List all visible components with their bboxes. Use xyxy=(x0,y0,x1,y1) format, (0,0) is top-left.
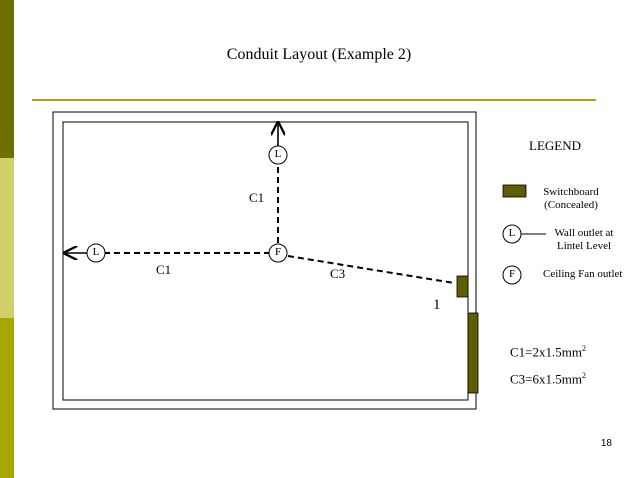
left-outlet-letter: L xyxy=(92,246,100,258)
wall-outlet-top-symbol xyxy=(268,145,288,165)
legend-c3-spec: C3=6x1.5mm2 xyxy=(510,371,586,387)
page-number: 18 xyxy=(600,438,612,449)
switchboard-small xyxy=(456,275,469,298)
legend-fan-letter: F xyxy=(508,268,516,280)
conduit-c3-run xyxy=(287,255,455,284)
legend-fan-label: Ceiling Fan outlet xyxy=(543,268,623,280)
legend-switchboard-line1: Switchboard xyxy=(543,186,599,198)
sidebar-band-light xyxy=(0,158,14,318)
legend-wall-outlet-letter: L xyxy=(508,227,516,239)
legend-wall-outlet-line2: Lintel Level xyxy=(556,240,612,252)
legend-switchboard-swatch xyxy=(502,184,527,198)
ceiling-fan-symbol xyxy=(268,243,288,263)
fan-letter: F xyxy=(274,246,282,258)
legend-c1-spec-text: C1=2x1.5mm xyxy=(510,344,582,360)
conduit-c3-label: C3 xyxy=(330,266,346,281)
switchboard-number: 1 xyxy=(433,297,441,313)
legend-c1-spec: C1=2x1.5mm2 xyxy=(510,344,586,360)
wall-outlet-left-symbol xyxy=(86,243,106,263)
legend-switchboard-line2: (Concealed) xyxy=(544,199,598,211)
room-inner-wall xyxy=(62,121,469,401)
sidebar-band-dark xyxy=(0,0,14,158)
switchboard-tall xyxy=(467,312,479,394)
top-outlet-letter: L xyxy=(274,148,282,160)
legend-c3-spec-superscript: 2 xyxy=(581,371,586,380)
legend-wall-outlet-line1: Wall outlet at xyxy=(554,227,614,239)
legend-heading: LEGEND xyxy=(529,138,581,153)
conduit-c1-horizontal-label: C1 xyxy=(156,262,172,277)
legend-fan-symbol xyxy=(502,265,522,285)
conduit-c1-vertical-label: C1 xyxy=(249,190,265,205)
slide-title: Conduit Layout (Example 2) xyxy=(226,46,412,63)
legend-c1-spec-superscript: 2 xyxy=(581,344,586,353)
sidebar-band-mid xyxy=(0,318,14,478)
title-underline xyxy=(32,99,596,101)
legend-c3-spec-text: C3=6x1.5mm xyxy=(510,371,582,387)
left-decorative-sidebar xyxy=(0,0,14,478)
room-outer-wall xyxy=(52,111,477,410)
